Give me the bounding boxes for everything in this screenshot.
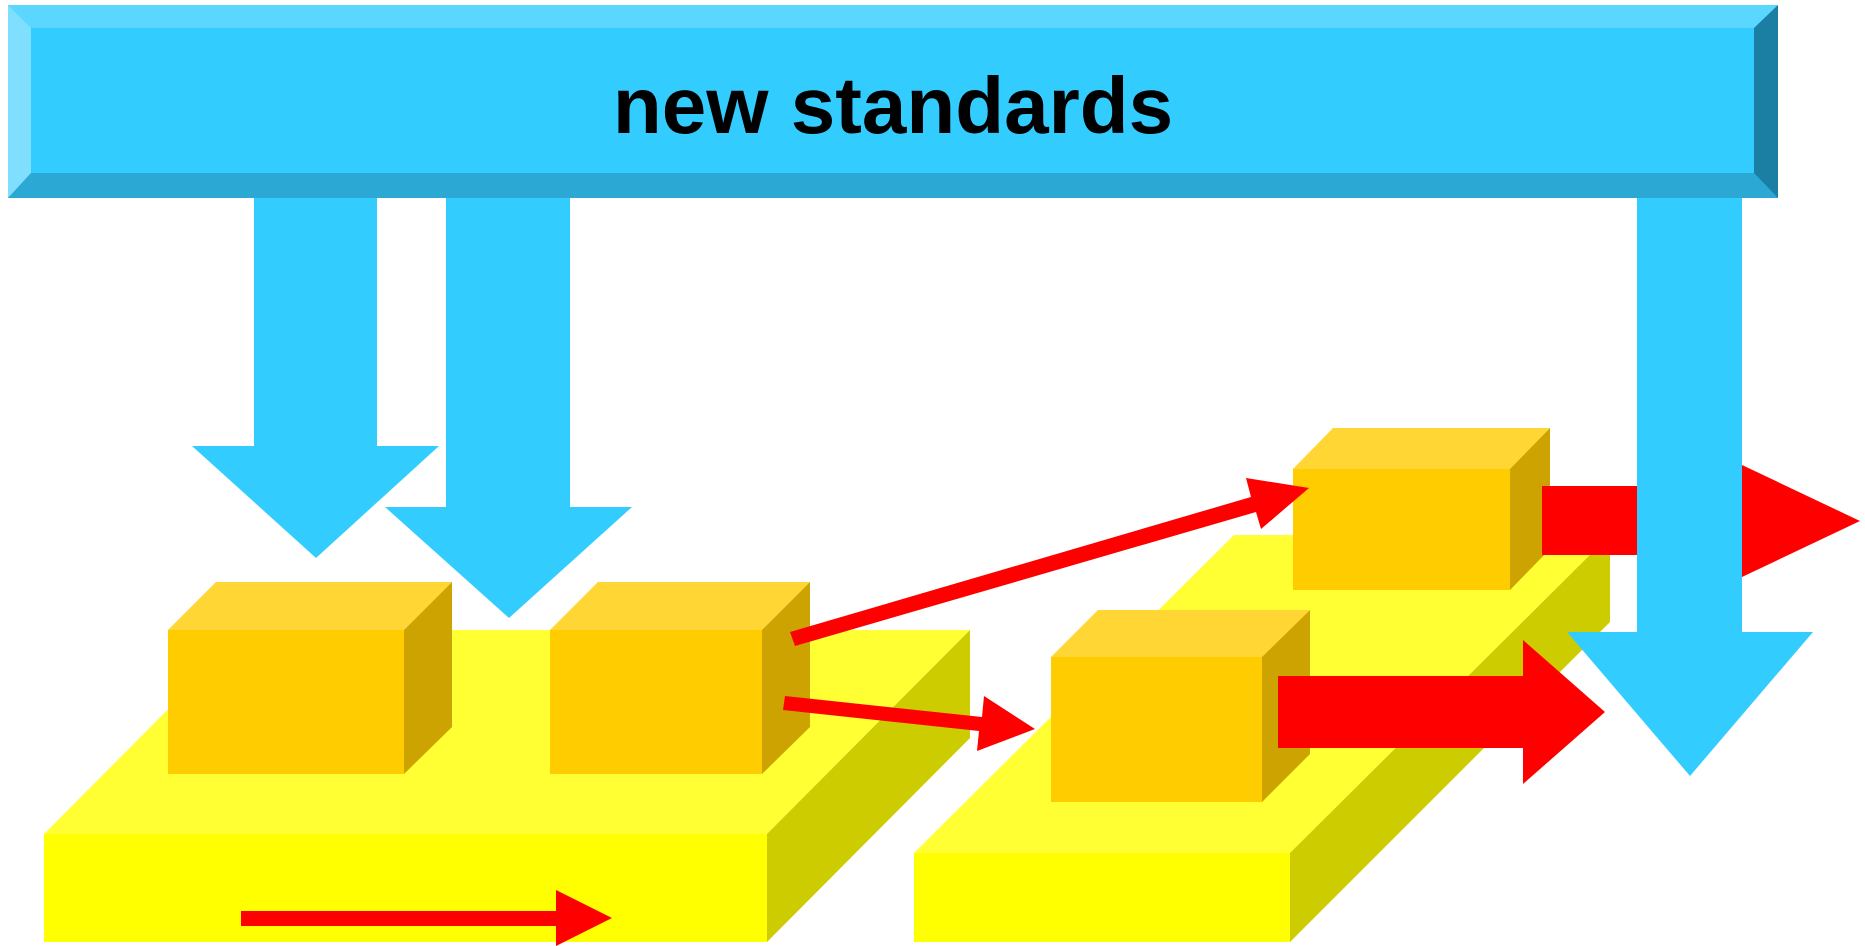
right-arrow-icon (241, 890, 612, 946)
box-front (168, 630, 404, 774)
right-arrow-icon (1278, 640, 1605, 784)
box-front (550, 630, 762, 774)
down-arrow-icon (1567, 198, 1813, 776)
box-front (1293, 469, 1510, 590)
right-arrow-icon (783, 696, 1035, 751)
box-top (550, 582, 810, 630)
banner-left-bevel (8, 5, 31, 198)
box-top (1293, 428, 1550, 469)
banner-bottom-bevel (8, 173, 1778, 198)
red-arrows (241, 465, 1860, 946)
box-1 (168, 582, 452, 774)
banner-right-bevel (1754, 5, 1778, 198)
platform-front (914, 853, 1290, 942)
box-4 (1293, 428, 1550, 590)
down-arrow-icon (192, 198, 439, 558)
blue-arrows (192, 198, 632, 618)
down-arrow-icon (385, 198, 632, 618)
right-arrow-icon (790, 478, 1309, 646)
box-side (404, 582, 452, 774)
platform-side (767, 630, 970, 942)
box-2 (550, 582, 810, 774)
banner: new standards (8, 5, 1778, 198)
box-front (1051, 657, 1262, 802)
box-top (168, 582, 452, 630)
banner-face (8, 5, 1778, 198)
box-3 (1051, 610, 1310, 802)
banner-title: new standards (613, 61, 1173, 150)
box-top (1051, 610, 1310, 657)
banner-top-bevel (8, 5, 1778, 28)
box-side (1510, 428, 1550, 590)
